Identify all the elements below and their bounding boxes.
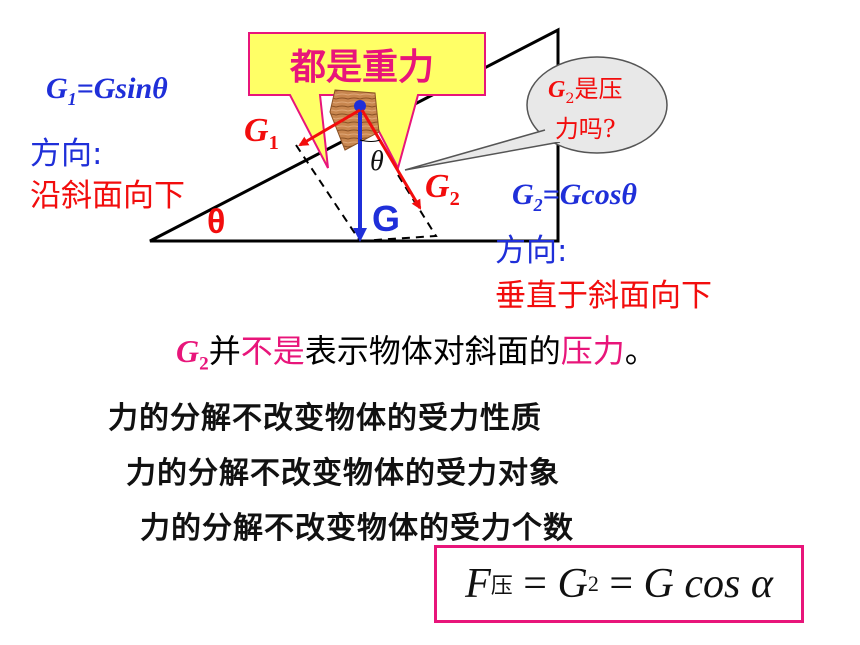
- g2-label: G2: [425, 168, 460, 210]
- conclusion-sentence: G2并不是表示物体对斜面的压力。: [176, 332, 657, 375]
- theta-angle-label: θ: [370, 146, 384, 177]
- g-label: G: [372, 198, 401, 239]
- speech-bubble-tail: [404, 129, 561, 171]
- bubble-line2: 力吗?: [554, 114, 616, 143]
- dashed-component-line: [295, 144, 361, 242]
- left-direction-label: 方向:: [30, 136, 103, 172]
- dashed-component-line: [359, 174, 438, 242]
- g1-label: G1: [244, 112, 279, 154]
- center-of-mass-dot: [354, 100, 366, 112]
- callout-text: 都是重力: [290, 47, 435, 88]
- angle-arc: [359, 139, 381, 142]
- rule-line-1: 力的分解不改变物体的受力性质: [108, 401, 542, 436]
- g1-formula: G1=Gsinθ: [46, 72, 168, 109]
- g2-formula: G2=Gcosθ: [512, 178, 637, 215]
- rule-line-3: 力的分解不改变物体的受力个数: [140, 511, 574, 546]
- bubble-g-sub: 2: [565, 90, 575, 107]
- right-direction-value: 垂直于斜面向下: [495, 278, 712, 314]
- rule-line-2: 力的分解不改变物体的受力对象: [126, 456, 560, 491]
- left-direction-value: 沿斜面向下: [30, 178, 185, 214]
- bubble-g-letter: G: [548, 77, 566, 103]
- g2-vector: [360, 109, 422, 210]
- bubble-line1-rest: 是压: [574, 75, 623, 103]
- incline-angle-label: θ: [207, 203, 226, 241]
- bubble-question: G2是压 力吗?: [548, 74, 623, 144]
- g1-vector: [298, 108, 361, 147]
- right-direction-label: 方向:: [495, 233, 568, 269]
